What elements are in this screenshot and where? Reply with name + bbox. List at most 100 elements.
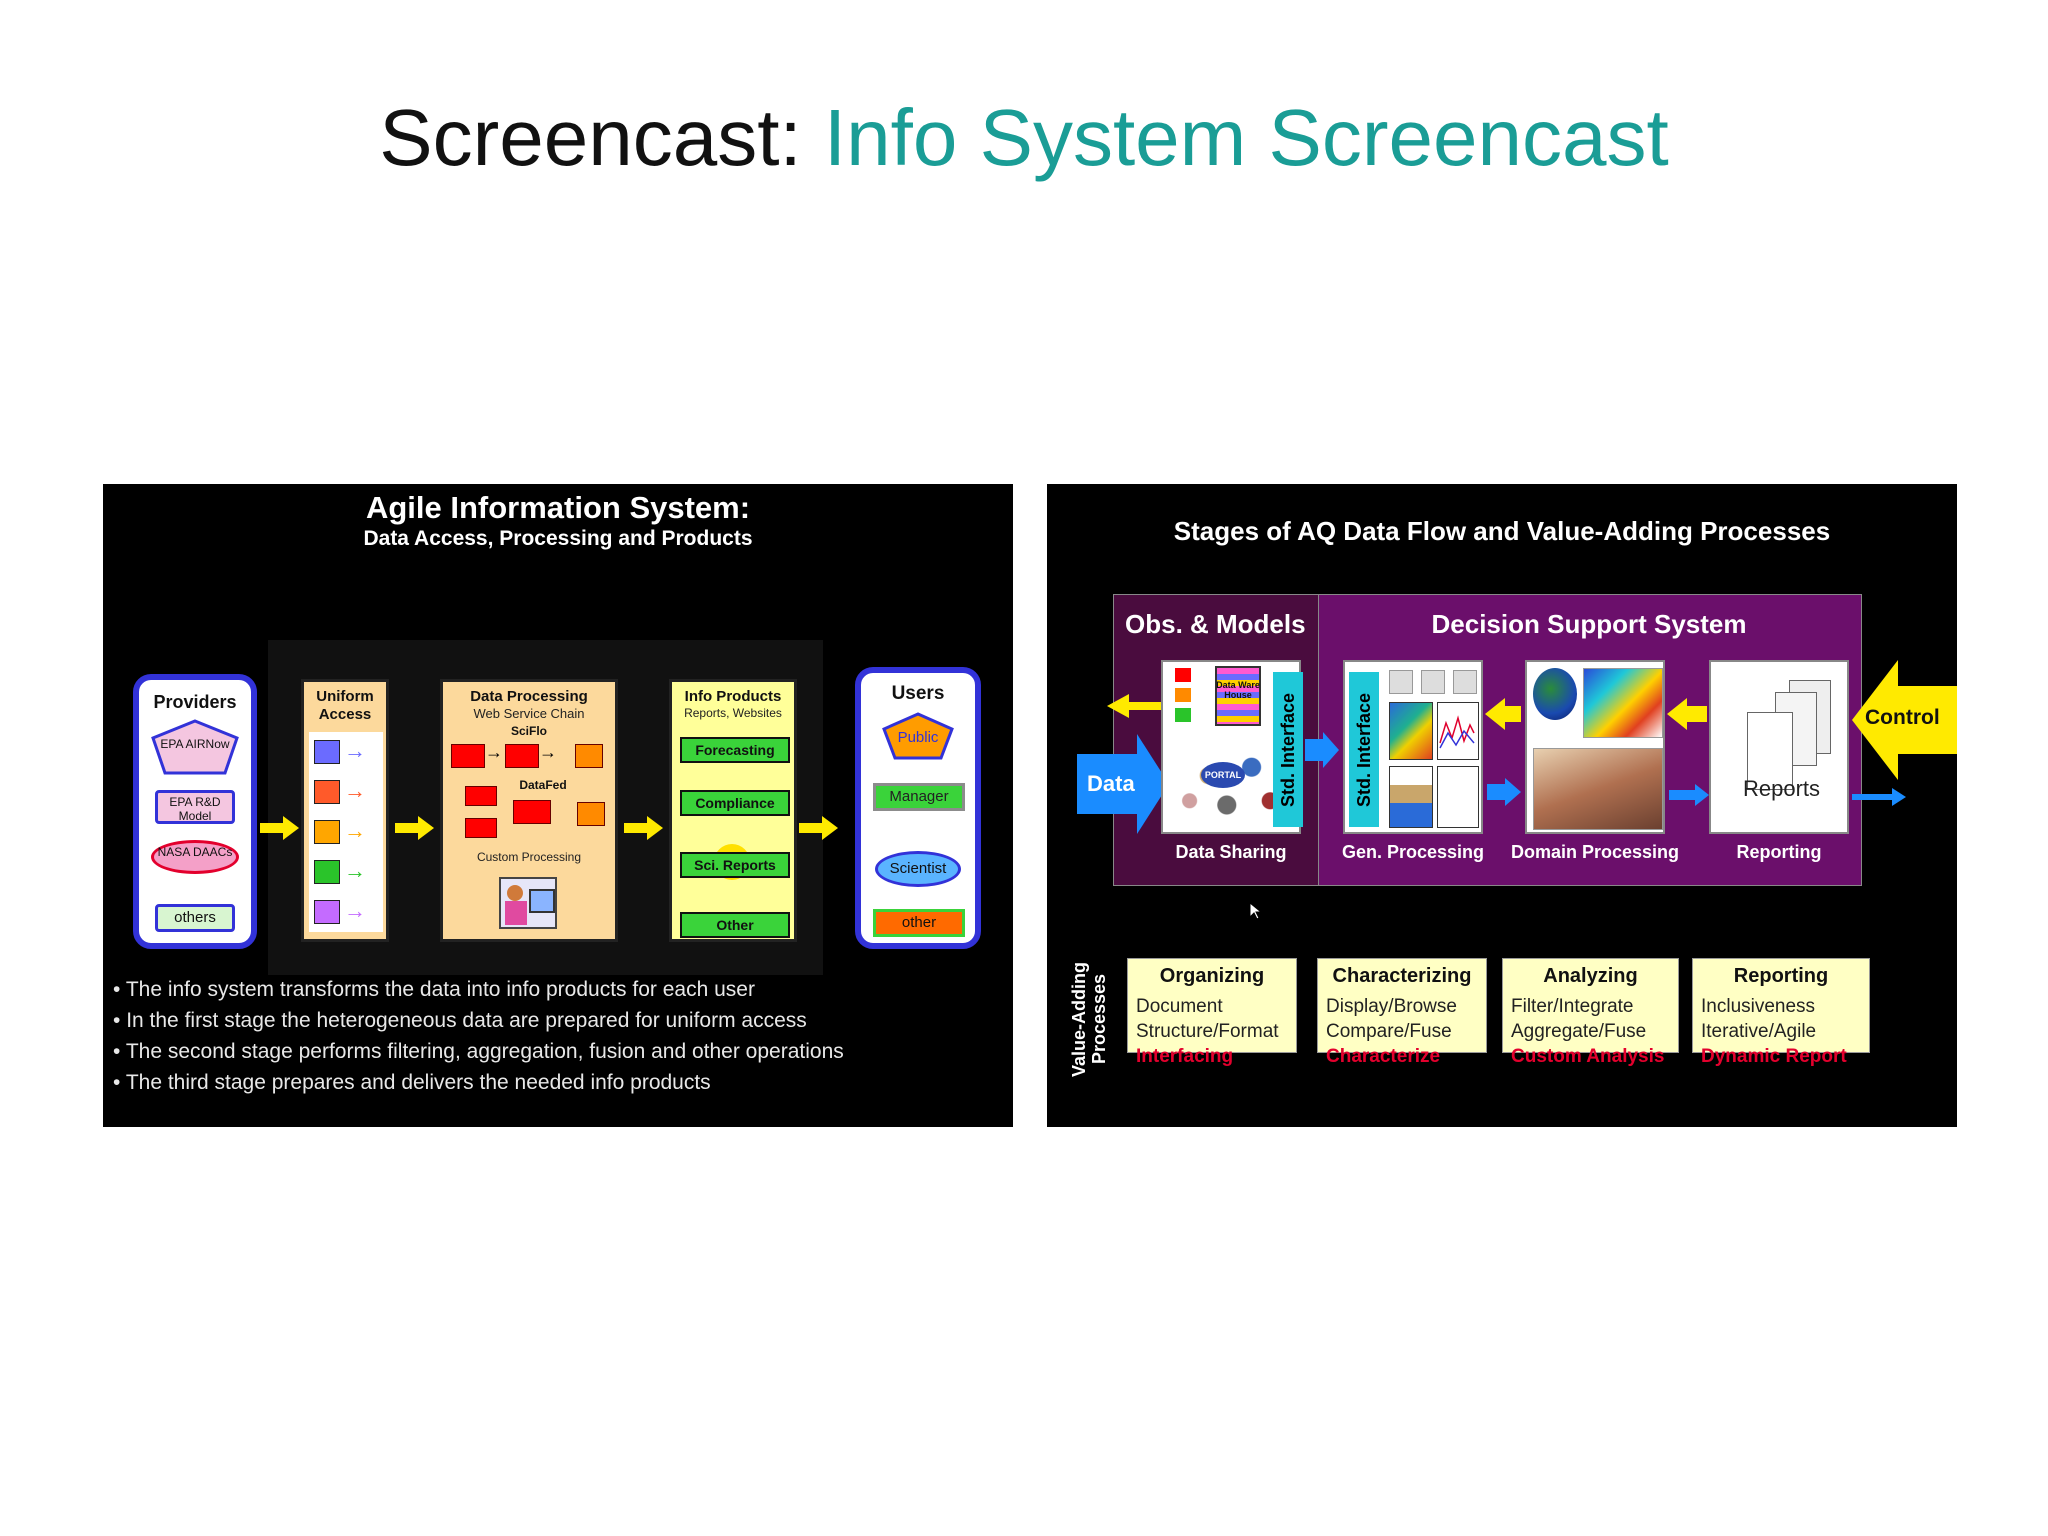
vap-analyzing: Analyzing Filter/Integrate Aggregate/Fus…: [1502, 958, 1679, 1067]
person-body: [505, 901, 527, 925]
users-box: Users Public Manager Scientist other: [855, 667, 981, 949]
arrow-uniform-processing-tip: [418, 816, 434, 840]
flow-arrow-2-tip: [1505, 778, 1521, 806]
control-arrow-tip: [1852, 660, 1898, 780]
feedback-arrow-body: [1129, 702, 1163, 710]
flow-arrow-3-body: [1669, 790, 1695, 800]
arrow-uniform-processing: [395, 823, 419, 833]
adapter-arrow-1: →: [344, 738, 366, 763]
data-warehouse-label: Data Ware House: [1216, 680, 1260, 700]
products-title: Info Products: [684, 688, 782, 705]
vap-organizing: Organizing Document Structure/Format Int…: [1127, 958, 1297, 1067]
vap-reporting: Reporting Inclusiveness Iterative/Agile …: [1692, 958, 1870, 1067]
bullet-item: • The second stage performs filtering, a…: [113, 1040, 844, 1063]
adapter-cube-2: [314, 780, 340, 804]
provider-epa-airnow: EPA AIRNow: [160, 737, 230, 751]
feedback-arrow-3-body: [1687, 706, 1707, 722]
right-panel-title: Stages of AQ Data Flow and Value-Adding …: [1173, 516, 1831, 546]
thumb-box-3: [1453, 670, 1477, 694]
std-interface-2: Std. Interface: [1349, 672, 1379, 827]
sciflo-node-2: [505, 744, 539, 768]
datafed-label: DataFed: [519, 778, 567, 792]
datafed-node-2: [513, 800, 551, 824]
adapter-arrow-4: →: [344, 858, 366, 883]
adapter-cube-3: [314, 820, 340, 844]
reports-label: Reports: [1743, 776, 1821, 801]
uniform-title-1: Uniform: [316, 688, 374, 705]
flow-arrow-1-tip: [1323, 732, 1339, 768]
bullet-item: • The third stage prepares and delivers …: [113, 1071, 711, 1094]
globe-icon: [1533, 668, 1577, 720]
thumb-box-2: [1421, 670, 1445, 694]
epa-airnow-shape: [151, 719, 239, 775]
adapter-arrow-5: →: [344, 898, 366, 923]
left-panel-subtitle: Data Access, Processing and Products: [363, 527, 753, 550]
arrow-products-users-tip: [822, 816, 838, 840]
stage-label-data-sharing: Data Sharing: [1175, 842, 1287, 862]
feedback-arrow-tip: [1107, 694, 1129, 718]
control-arrow-body: [1898, 686, 1957, 754]
left-bullet-list: • The info system transforms the data in…: [113, 974, 1003, 1098]
computer-screen: [529, 889, 555, 913]
feedback-arrow-3-tip: [1667, 698, 1687, 730]
portal-globe: PORTAL: [1201, 762, 1245, 788]
3d-surface-plot: [1533, 748, 1663, 830]
sciflo-label: SciFlo: [510, 724, 547, 738]
adapter-arrow-2: →: [344, 778, 366, 803]
stage-label-gen-processing: Gen. Processing: [1341, 842, 1485, 862]
obs-models-title: Obs. & Models: [1125, 609, 1306, 639]
product-other: Other: [680, 912, 790, 938]
output-arrow-tip: [1892, 788, 1906, 806]
bullet-item: • In the first stage the heterogeneous d…: [113, 1009, 807, 1032]
sciflo-node-1: [451, 744, 485, 768]
aq-data-flow-diagram: Stages of AQ Data Flow and Value-Adding …: [1047, 484, 1957, 1127]
dss-title: Decision Support System: [1431, 609, 1747, 639]
adapter-cube-4: [314, 860, 340, 884]
datafed-node-1: [465, 786, 497, 806]
map-thumbnail: [1389, 702, 1433, 760]
warehouse-cube-2: [1175, 688, 1191, 702]
arrow-processing-products-tip: [647, 816, 663, 840]
arrow-processing-products: [624, 823, 648, 833]
arrow-providers-uniform: [260, 823, 284, 833]
left-panel-title: Agile Information System:: [365, 490, 751, 525]
person-at-computer-icon: [499, 877, 557, 929]
std-interface-1: Std. Interface: [1273, 672, 1303, 827]
user-other: other: [873, 909, 965, 937]
stage-label-reporting: Reporting: [1736, 842, 1822, 862]
report-page-1: [1747, 712, 1793, 790]
flow-arrow-1-body: [1305, 739, 1323, 761]
user-public: Public: [897, 729, 939, 746]
stage-domain-processing-box: [1525, 660, 1665, 834]
warehouse-cube-3: [1175, 708, 1191, 722]
vertical-profile-thumbnail: [1437, 766, 1479, 828]
datafed-node-3: [465, 818, 497, 838]
timeseries-thumbnail: [1437, 702, 1479, 760]
processing-title: Data Processing: [470, 688, 588, 705]
datafed-node-4: [577, 802, 605, 826]
title-prefix: Screencast:: [379, 93, 802, 182]
stage-reporting-box: Reports: [1709, 660, 1849, 834]
data-label: Data: [1087, 771, 1135, 796]
provider-epa-rd-model: EPA R&D Model: [155, 790, 235, 824]
uniform-title-2: Access: [318, 706, 372, 723]
providers-title: Providers: [153, 692, 237, 712]
sciflo-arrow-1: →: [485, 742, 503, 762]
control-label: Control: [1865, 706, 1940, 729]
product-forecasting: Forecasting: [680, 737, 790, 763]
adapter-arrow-3: →: [344, 818, 366, 843]
output-arrow-body: [1852, 794, 1892, 800]
slide-title: Screencast: Info System Screencast: [0, 92, 2048, 184]
vap-characterizing: Characterizing Display/Browse Compare/Fu…: [1317, 958, 1487, 1067]
thumb-box-1: [1389, 670, 1413, 694]
feedback-arrow-2-body: [1505, 706, 1521, 722]
uniform-access-box: Uniform Access → → → → →: [301, 679, 389, 942]
sciflo-node-3: [575, 744, 603, 768]
arrow-providers-uniform-tip: [283, 816, 299, 840]
bullet-item: • The info system transforms the data in…: [113, 978, 755, 1001]
custom-processing-label: Custom Processing: [476, 850, 582, 864]
processing-sub: Web Service Chain: [473, 706, 585, 721]
providers-box: Providers EPA AIRNow EPA R&D Model NASA …: [133, 674, 257, 949]
arrow-products-users: [799, 823, 823, 833]
